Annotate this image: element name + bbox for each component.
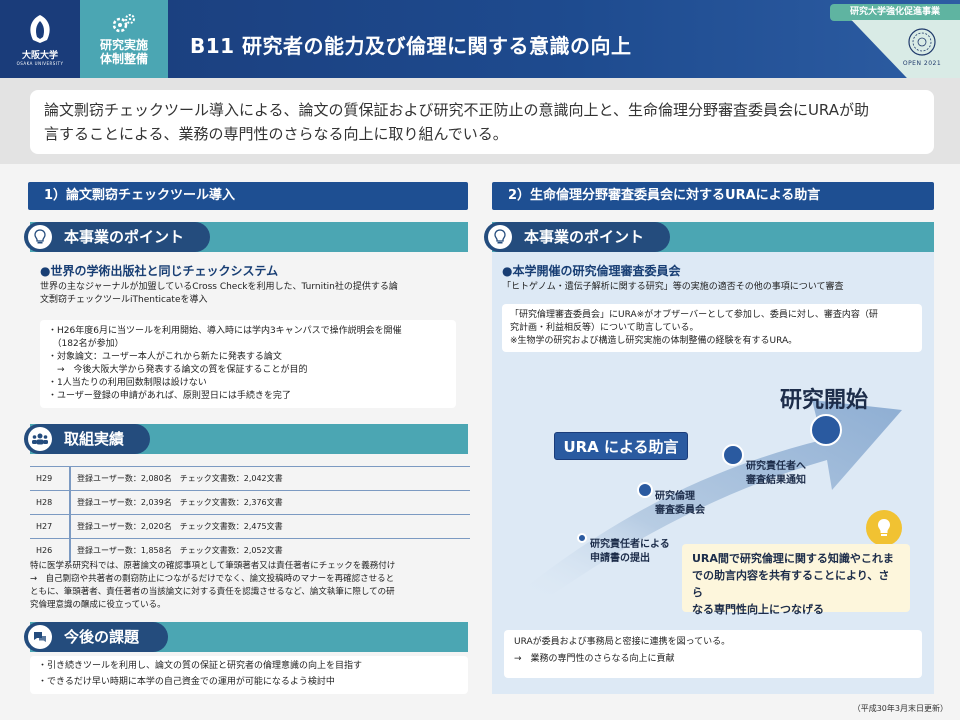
step-dot-4 xyxy=(810,414,842,446)
university-name-en: OSAKA UNIVERSITY xyxy=(16,61,64,66)
list-item: ・引き続きツールを利用し、論文の質の保証と研究者の倫理意識の向上を目指す xyxy=(38,661,363,671)
page-title: B11 研究者の能力及び倫理に関する意識の向上 xyxy=(190,34,632,58)
university-logo: 大阪大学 OSAKA UNIVERSITY xyxy=(0,0,80,78)
point-text-right: 「ヒトゲノム・遺伝子解析に関する研究」等の実施の適否その他の事項について審査 xyxy=(502,282,844,292)
step-3-label: 研究責任者へ審査結果通知 xyxy=(746,461,806,486)
summary-text: 論文剽窃チェックツール導入による、論文の質保証および研究不正防止の意識向上と、生… xyxy=(30,90,934,154)
process-arrow xyxy=(522,400,902,595)
list-item: ・ユーザー登録の申請があれば、原則翌日には手続きを完了 xyxy=(48,391,291,401)
point-title-right: 本事業のポイント xyxy=(484,222,670,252)
chat-bubbles-icon xyxy=(28,625,52,649)
ura-role-box: 「研究倫理審査委員会」にURA※がオブザーバーとして参加し、委員に対し、審査内容… xyxy=(502,304,922,352)
ura-sharing-note: URA間で研究倫理に関する知識やこれま での助言内容を共有することにより、さら … xyxy=(682,544,910,616)
section-2-title: 2）生命倫理分野審査委員会に対するURAによる助言 xyxy=(492,182,934,210)
idea-lightbulb-icon xyxy=(866,510,902,546)
university-name: 大阪大学 xyxy=(21,51,58,61)
list-item: ・できるだけ早い時期に本学の自己資金での運用が可能になるよう検討中 xyxy=(38,677,335,687)
research-start-label: 研究開始 xyxy=(780,388,869,413)
results-title: 取組実績 xyxy=(24,424,150,454)
step-dot-3 xyxy=(722,444,744,466)
osaka-univ-emblem-icon xyxy=(30,15,50,43)
issues-title: 今後の課題 xyxy=(24,622,168,652)
step-1-label: 研究責任者による申請書の提出 xyxy=(590,539,670,564)
results-note: 特に医学系研究科では、原著論文の確認事項として筆頭著者又は責任著者にチェックを義… xyxy=(30,561,396,610)
ura-advice-label: URA による助言 xyxy=(554,432,688,460)
people-icon xyxy=(28,427,52,451)
category-box: 研究実施 体制整備 xyxy=(80,0,168,78)
list-item: （182名が参加） xyxy=(48,339,124,349)
point-list-left: ・H26年度6月に当ツールを利用開始、導入時には学内3キャンパスで操作説明会を開… xyxy=(40,320,456,408)
category-label: 研究実施 体制整備 xyxy=(99,37,148,66)
program-badge: 研究大学強化促進事業 xyxy=(830,4,960,21)
step-dot-1 xyxy=(577,533,587,543)
open-2021-logo: OPEN 2021 xyxy=(900,26,944,72)
section-1-title: 1）論文剽窃チェックツール導入 xyxy=(28,182,468,210)
point-subtitle-right: ●本学開催の研究倫理審査委員会 xyxy=(502,264,681,278)
list-item: ・対象論文：ユーザー本人がこれから新たに発表する論文 xyxy=(48,352,282,362)
update-date-note: （平成30年3月末日更新） xyxy=(852,704,948,713)
list-item: ・H26年度6月に当ツールを利用開始、導入時には学内3キャンパスで操作説明会を開… xyxy=(48,326,402,336)
point-title-left: 本事業のポイント xyxy=(24,222,210,252)
gears-icon xyxy=(112,13,135,32)
issues-list: ・引き続きツールを利用し、論文の質の保証と研究者の倫理意識の向上を目指す ・でき… xyxy=(30,656,468,694)
list-item: → 今後大阪大学から発表する論文の質を保証することが目的 xyxy=(48,365,308,375)
step-2-label: 研究倫理審査委員会 xyxy=(655,491,705,516)
open-text: OPEN 2021 xyxy=(902,60,942,67)
lightbulb-icon xyxy=(488,225,512,249)
open-emblem-icon xyxy=(908,28,936,56)
point-subtitle-left: ●世界の学術出版社と同じチェックシステム xyxy=(40,264,279,278)
lightbulb-icon xyxy=(28,225,52,249)
step-dot-2 xyxy=(637,482,653,498)
list-item: ・1人当たりの利用回数制限は設けない xyxy=(48,378,207,388)
point-text-left: 世界の主なジャーナルが加盟しているCross Checkを利用した、Turnit… xyxy=(40,282,398,305)
ura-collab-box: URAが委員および事務局と密接に連携を図っている。 → 業務の専門性のさらなる向… xyxy=(504,630,922,678)
